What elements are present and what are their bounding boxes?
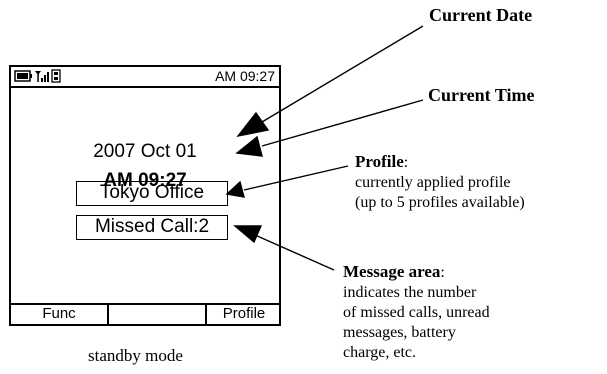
callout-message-colon: : [440, 264, 445, 281]
softkey-bar: Func Profile [11, 303, 279, 324]
callout-profile-title: Profile [355, 152, 404, 171]
arrow-current-time [235, 99, 424, 157]
arrow-profile [225, 165, 349, 198]
callout-message-desc-1: indicates the number [343, 284, 477, 301]
callout-message-desc-2: of missed calls, unread [343, 304, 490, 321]
current-date-display: 2007 Oct 01 [93, 141, 197, 162]
status-bar: AM 09:27 [11, 67, 279, 88]
memory-card-icon [51, 69, 61, 83]
signal-icon [35, 71, 49, 82]
arrow-current-date [236, 25, 424, 138]
callout-profile-desc-2: (up to 5 profiles available) [355, 194, 525, 211]
callout-message-area: Message area: indicates the number of mi… [343, 262, 490, 363]
callout-message-title: Message area [343, 262, 441, 281]
callout-profile: Profile: currently applied profile (up t… [355, 152, 525, 213]
callout-message-desc-3: messages, battery [343, 324, 456, 341]
status-icons [14, 69, 61, 83]
current-time-display: AM 09:27 [103, 170, 187, 191]
phone-screen: AM 09:27 2007 Oct 01 AM 09:27 Tokyo Offi… [9, 65, 281, 326]
callout-current-date: Current Date [429, 5, 533, 25]
battery-icon [14, 70, 32, 82]
callout-message-desc-4: charge, etc. [343, 344, 416, 361]
callout-profile-colon: : [403, 154, 409, 171]
softkey-func[interactable]: Func [11, 305, 109, 324]
caption: standby mode [88, 346, 183, 365]
callout-profile-desc-1: currently applied profile [355, 174, 511, 191]
arrow-message-area [233, 225, 335, 271]
callout-current-time: Current Time [428, 85, 535, 105]
softkey-profile[interactable]: Profile [205, 305, 281, 324]
status-time: AM 09:27 [215, 68, 275, 84]
message-area-box: Missed Call:2 [76, 215, 228, 240]
